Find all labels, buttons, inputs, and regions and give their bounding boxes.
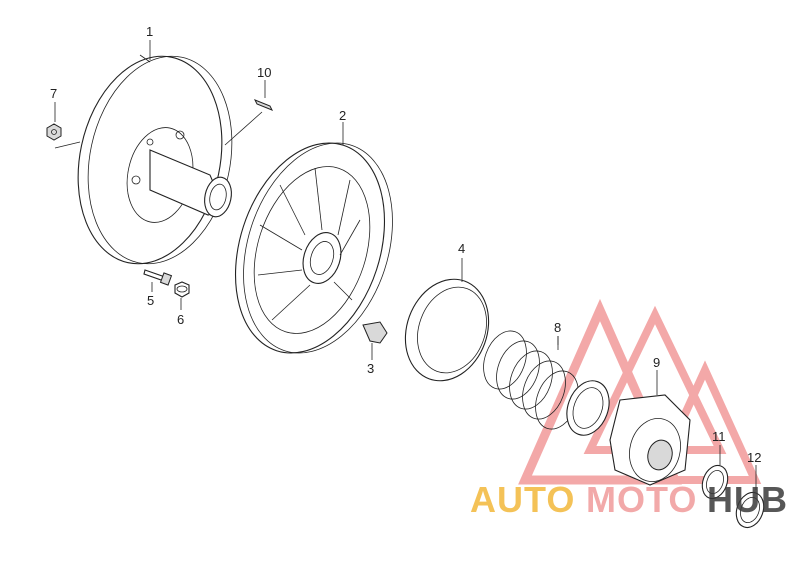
- part-label-8: 8: [554, 320, 561, 335]
- circlip-part-12: [735, 465, 765, 529]
- nut-part-7: [46, 123, 62, 141]
- spring-part-8: [483, 330, 610, 436]
- part-label-6: 6: [177, 312, 184, 327]
- watermark-logo: AUTO MOTO HUB: [470, 479, 788, 520]
- cam-part-9: [609, 370, 691, 486]
- washer-part-11: [701, 445, 729, 500]
- watermark-text-hub: HUB: [707, 479, 788, 520]
- bolt-part-5: [143, 269, 173, 286]
- part-label-9: 9: [653, 355, 660, 370]
- watermark-text-moto: MOTO: [586, 479, 697, 520]
- part-label-7: 7: [50, 86, 57, 101]
- cap-nut-part-6: [174, 281, 190, 298]
- part-label-3: 3: [367, 361, 374, 376]
- watermark-text-auto: AUTO: [470, 479, 575, 520]
- part-label-1: 1: [146, 24, 153, 39]
- ring-part-4: [404, 276, 490, 382]
- movable-sheave-part-2: [234, 142, 393, 354]
- part-label-4: 4: [458, 241, 465, 256]
- slider-part-3: [362, 321, 388, 360]
- leader-lines: [54, 40, 559, 350]
- part-label-5: 5: [147, 293, 154, 308]
- part-label-10: 10: [257, 65, 271, 80]
- part-label-11: 11: [712, 429, 726, 444]
- pin-part-10: [224, 99, 274, 146]
- part-label-12: 12: [747, 450, 761, 465]
- part-label-2: 2: [339, 108, 346, 123]
- fixed-sheave-part-1: [54, 54, 233, 265]
